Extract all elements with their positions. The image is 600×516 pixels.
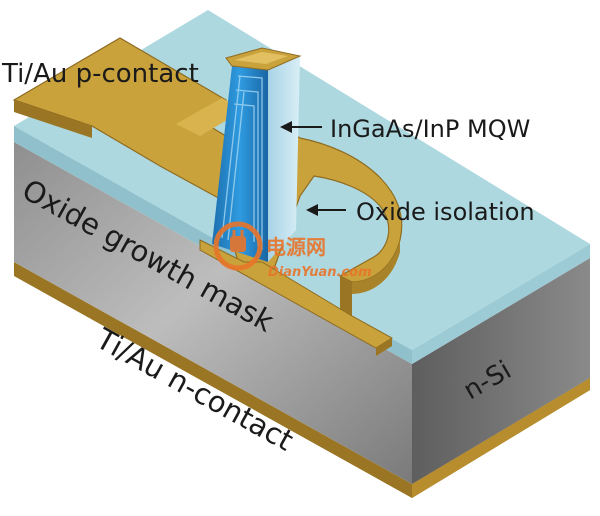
n-contact-layer bbox=[14, 262, 590, 498]
watermark: 电源网 DianYuan.com bbox=[213, 221, 372, 280]
p-contact-label: Ti/Au p-contact bbox=[1, 59, 199, 89]
mqw-pillar bbox=[212, 47, 302, 262]
power-plug-logo-icon bbox=[213, 221, 263, 271]
watermark-cn: 电源网 bbox=[266, 235, 326, 259]
mqw-label: InGaAs/InP MQW bbox=[330, 115, 530, 143]
watermark-en: DianYuan.com bbox=[268, 265, 372, 280]
isolation-arrow bbox=[306, 204, 346, 216]
silicon-substrate bbox=[14, 142, 590, 484]
mqw-arrow bbox=[280, 121, 322, 133]
isolation-label: Oxide isolation bbox=[356, 198, 535, 226]
